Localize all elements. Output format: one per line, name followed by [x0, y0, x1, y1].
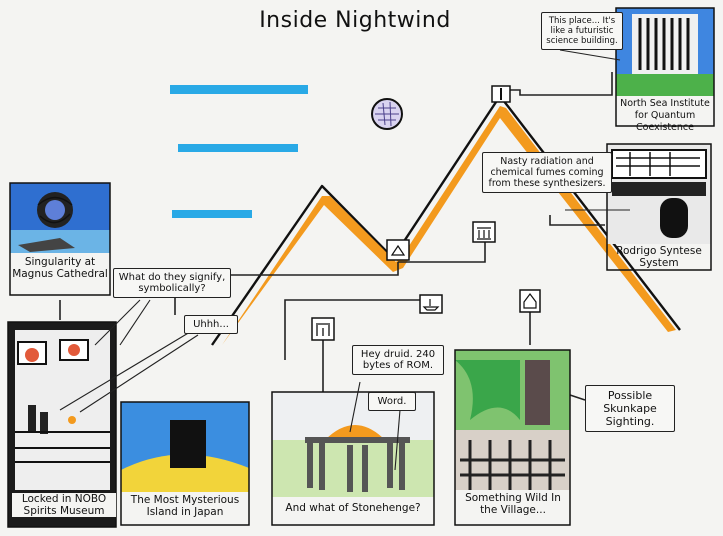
temple-marker-icon [472, 221, 496, 243]
ship-marker-icon [419, 294, 443, 314]
panel-island [120, 401, 250, 526]
hut-marker-icon [519, 289, 541, 313]
tower-marker-icon [491, 85, 511, 103]
bubble-uhhh: Uhhh... [184, 315, 238, 334]
panel-stonehenge [271, 391, 435, 526]
caption-rodrigo: Rodrigo Syntese System [616, 245, 702, 269]
bubble-what-signify: What do they signify, symbolically? [113, 268, 231, 298]
caption-singularity: Singularity at Magnus Cathedral [12, 256, 108, 280]
stones-marker-icon [311, 317, 335, 341]
caption-nobo: Locked in NOBO Spirits Museum [12, 493, 116, 517]
blue-stripe-top [170, 85, 308, 94]
bubble-druid: Hey druid. 240 bytes of ROM. [352, 345, 444, 375]
bubble-word: Word. [368, 392, 416, 411]
caption-village: Something Wild In the Village... [465, 492, 561, 516]
speech-tails [59, 49, 630, 471]
caption-stonehenge: And what of Stonehenge? [285, 502, 421, 514]
house-marker-icon [386, 239, 410, 261]
bubble-skunkape: Possible Skunkape Sighting. [585, 385, 675, 432]
panel-nobo-museum [7, 321, 117, 528]
panel-institute [615, 7, 715, 127]
panel-rodrigo [606, 143, 712, 271]
page-title: Inside Nightwind [259, 8, 451, 33]
bubble-radiation: Nasty radiation and chemical fumes comin… [482, 152, 612, 193]
panel-singularity [9, 182, 111, 296]
bubble-this-place: This place... It's like a futuristic sci… [541, 12, 623, 50]
blue-stripe-middle [178, 144, 298, 152]
moon-icon [371, 98, 403, 130]
panel-village [454, 349, 571, 526]
caption-institute: North Sea Institute for Quantum Coexiste… [620, 98, 710, 133]
caption-island: The Most Mysterious Island in Japan [130, 494, 240, 518]
blue-stripe-bottom [172, 210, 252, 218]
